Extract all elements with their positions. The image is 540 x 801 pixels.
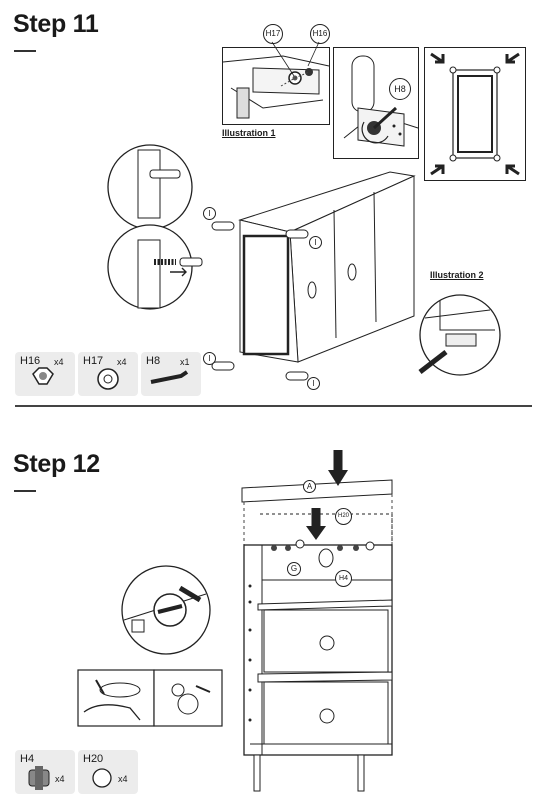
- part-qty-h4: x4: [55, 774, 65, 784]
- hex-nut-icon: [32, 367, 54, 385]
- step-11-cabinet-drawing: [107, 144, 501, 381]
- marker-i-2: I: [309, 236, 322, 249]
- callout-h4: H4: [335, 570, 352, 587]
- part-qty-h17: x4: [117, 357, 127, 367]
- part-qty-h16: x4: [54, 357, 64, 367]
- top-view-drawing: [430, 52, 520, 176]
- marker-i-1: I: [203, 207, 216, 220]
- illustration-1-drawing: [222, 55, 330, 119]
- part-card-h20: H20 x4: [78, 750, 138, 794]
- connector-bolt-icon: [28, 766, 50, 790]
- part-code-h20: H20: [83, 753, 104, 765]
- marker-i-3: I: [203, 352, 216, 365]
- illustration-1-label: Illustration 1: [222, 128, 276, 138]
- step-11-title: Step 11: [13, 10, 99, 38]
- allen-key-icon: [150, 370, 189, 384]
- part-code-h16: H16: [20, 355, 41, 367]
- part-card-h4: H4 x4: [15, 750, 75, 794]
- part-qty-h8: x1: [180, 357, 190, 367]
- part-code-h4: H4: [20, 753, 35, 765]
- top-view-box: [424, 47, 526, 181]
- callout-h20: H20: [335, 508, 352, 525]
- callout-a: A: [303, 480, 316, 493]
- marker-i-4: I: [307, 377, 320, 390]
- cover-cap-icon: [92, 768, 112, 788]
- illustration-1-leaders: [271, 41, 320, 77]
- step-11-rule: [14, 50, 36, 52]
- h8-detail-drawing: [343, 55, 419, 147]
- step-12-rule: [14, 490, 36, 492]
- part-code-h8: H8: [146, 355, 161, 367]
- washer-icon: [97, 368, 119, 390]
- part-card-h8: H8 x1: [141, 352, 201, 396]
- callout-h8: H8: [389, 78, 411, 100]
- callout-h16: H16: [310, 24, 330, 44]
- illustration-2-label: Illustration 2: [430, 270, 484, 280]
- step-divider: [15, 405, 532, 407]
- part-qty-h20: x4: [118, 774, 128, 784]
- part-card-h16: H16 x4: [15, 352, 75, 396]
- illustration-1-box: [222, 47, 330, 125]
- step-12-title: Step 12: [13, 450, 100, 478]
- h8-detail-box: [333, 47, 419, 159]
- part-card-h17: H17 x4: [78, 352, 138, 396]
- callout-g: G: [287, 562, 301, 576]
- part-code-h17: H17: [83, 355, 104, 367]
